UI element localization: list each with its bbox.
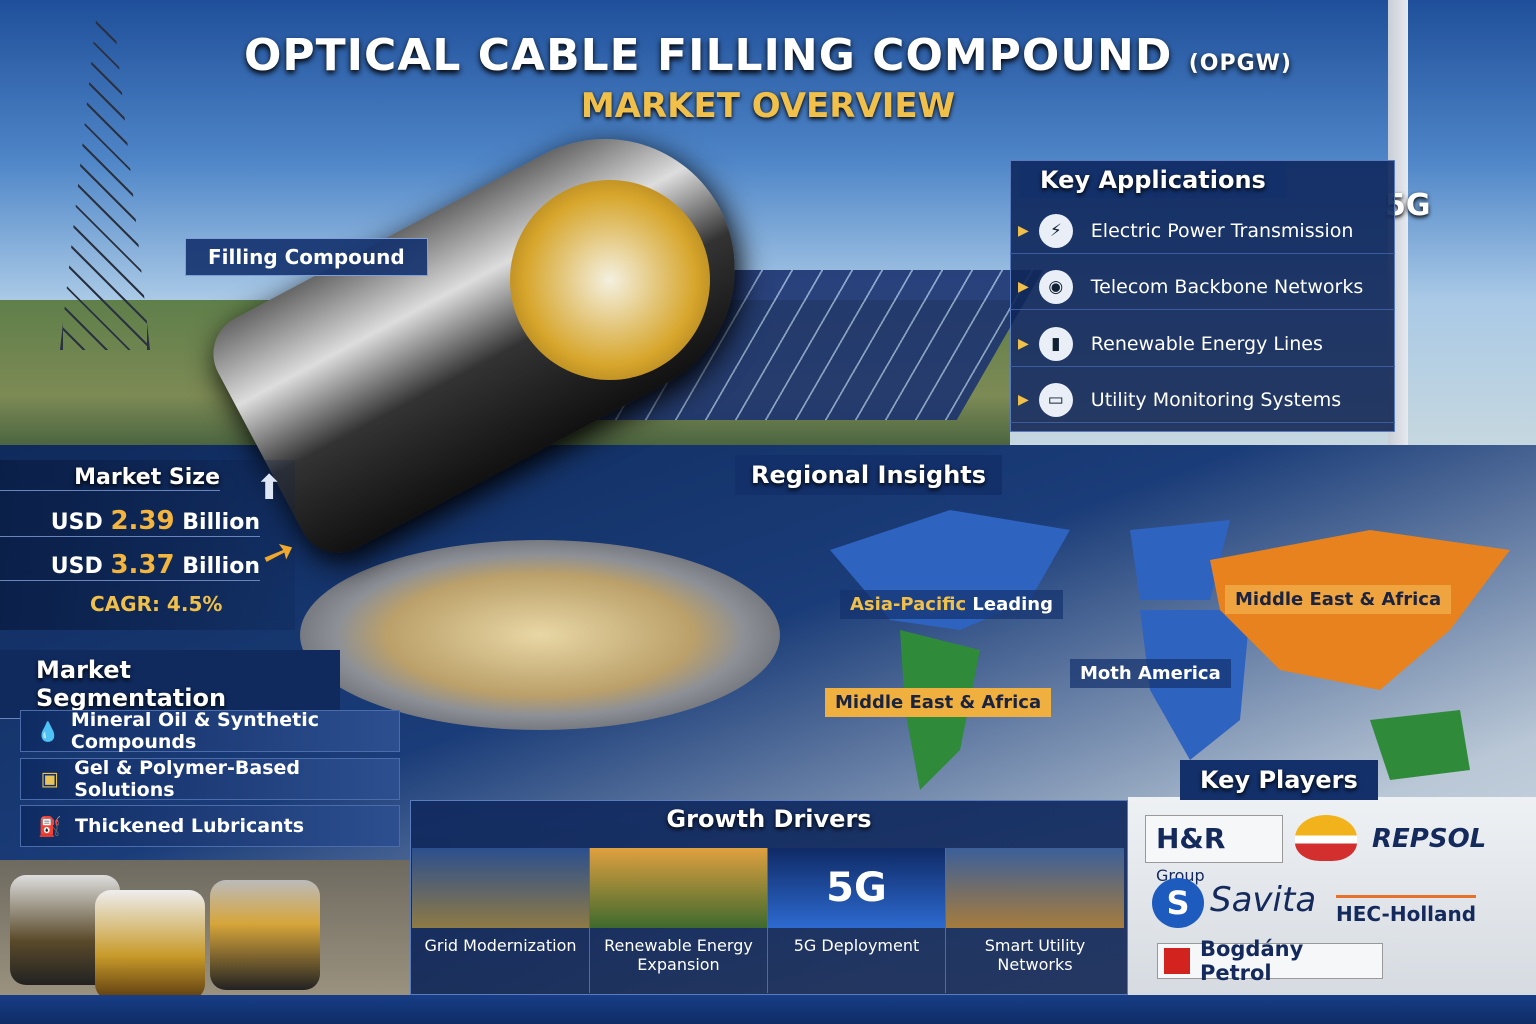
logo-hr-group: H&R Group: [1145, 815, 1283, 885]
cagr-value: CAGR: 4.5%: [90, 592, 223, 616]
repsol-emblem-icon: [1295, 815, 1357, 861]
bullet-icon: ▶: [1018, 391, 1029, 408]
cable-core-illustration: [510, 180, 710, 380]
bullet-icon: ▶: [1018, 335, 1029, 352]
segment-label: Thickened Lubricants: [75, 815, 305, 837]
filling-compound-callout: Filling Compound: [185, 238, 428, 276]
oil-drop-icon: 💧: [36, 720, 60, 743]
region-label-asia-pacific: Asia-Pacific Leading: [840, 590, 1063, 619]
growth-driver-card: Grid Modernization: [412, 848, 590, 993]
map-europe: [1130, 520, 1230, 600]
application-item: ▶ ▮ Renewable Energy Lines: [1010, 321, 1395, 367]
logo-savita: Savita: [1210, 880, 1317, 920]
application-item: ▶ ▭ Utility Monitoring Systems: [1010, 377, 1395, 423]
segment-item: ▣ Gel & Polymer-Based Solutions: [20, 757, 400, 801]
segmentation-title: Market Segmentation: [0, 650, 340, 719]
power-tower-icon: ⚡: [1038, 213, 1073, 248]
growth-driver-card: Renewable Energy Expansion: [590, 848, 768, 993]
region-label-north-america: Moth America: [1070, 659, 1231, 688]
growth-driver-card: 5G 5G Deployment: [768, 848, 946, 993]
application-label: Electric Power Transmission: [1090, 219, 1354, 242]
growth-driver-label: Smart Utility Networks: [984, 936, 1086, 974]
key-applications-panel: [1010, 160, 1395, 432]
market-size-forecast: USD 3.37 Billion: [0, 550, 260, 581]
regional-insights-title: Regional Insights: [735, 455, 1003, 495]
application-label: Telecom Backbone Networks: [1090, 275, 1364, 298]
bullet-icon: ▶: [1018, 278, 1029, 295]
segment-item: 💧 Mineral Oil & Synthetic Compounds: [20, 709, 400, 753]
logo-repsol: REPSOL: [1372, 824, 1487, 854]
grid-buildings-icon: [412, 848, 589, 928]
market-size-panel: [0, 460, 295, 630]
market-size-title: Market Size: [0, 465, 220, 491]
page-title: OPTICAL CABLE FILLING COMPOUND (OPGW): [244, 30, 1292, 81]
key-applications-title: Key Applications: [1020, 162, 1286, 198]
world-map: [830, 510, 1510, 790]
region-label-middle-east-africa: Middle East & Africa: [1225, 585, 1452, 614]
battery-icon: ▮: [1038, 326, 1073, 361]
segment-label: Gel & Polymer-Based Solutions: [74, 757, 300, 801]
antenna-icon: ◉: [1038, 269, 1073, 304]
growth-driver-label: 5G Deployment: [793, 936, 920, 955]
segment-label: Mineral Oil & Synthetic Compounds: [70, 709, 319, 753]
growth-driver-label: Renewable Energy Expansion: [604, 936, 753, 974]
grease-gun-icon: ⛽: [38, 815, 62, 838]
compound-reel-illustration: [300, 540, 780, 730]
market-size-current: USD 2.39 Billion: [0, 506, 260, 537]
growth-drivers-title: Growth Drivers: [666, 805, 872, 833]
savita-emblem-icon: S: [1152, 878, 1204, 928]
wifi-5g-icon: 5G: [768, 848, 945, 928]
application-label: Utility Monitoring Systems: [1090, 388, 1342, 411]
city-skyline-icon: [946, 848, 1124, 928]
growth-driver-label: Grid Modernization: [424, 936, 577, 955]
page-subtitle: MARKET OVERVIEW: [580, 86, 956, 126]
application-label: Renewable Energy Lines: [1090, 332, 1323, 355]
region-label-middle-east-africa-2: Middle East & Africa: [825, 688, 1052, 717]
oil-drop-icon: [590, 848, 767, 928]
container-icon: ▣: [40, 768, 59, 790]
growth-driver-card: Smart Utility Networks: [946, 848, 1124, 993]
footer-bar: [0, 995, 1536, 1024]
up-arrow-icon: ⬆: [255, 468, 284, 508]
key-players-title: Key Players: [1180, 760, 1378, 800]
segment-item: ⛽ Thickened Lubricants: [20, 805, 400, 847]
bogdany-emblem-icon: [1164, 948, 1190, 974]
bullet-icon: ▶: [1018, 222, 1029, 239]
application-item: ▶ ◉ Telecom Backbone Networks: [1010, 264, 1395, 310]
logo-hec-holland: HEC-Holland: [1336, 895, 1477, 926]
map-australia: [1370, 710, 1470, 780]
logo-bogdany-petrol: Bogdány Petrol: [1157, 937, 1383, 985]
application-item: ▶ ⚡ Electric Power Transmission: [1010, 208, 1395, 254]
monitor-icon: ▭: [1038, 382, 1073, 417]
